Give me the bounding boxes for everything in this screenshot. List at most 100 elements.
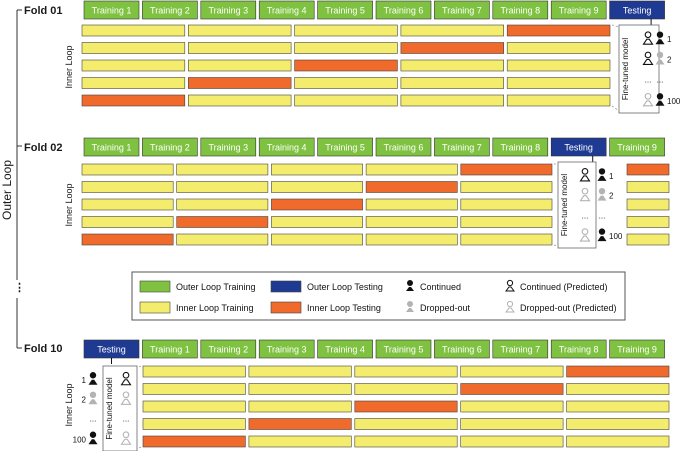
inner-testing-segment — [81, 94, 186, 107]
inner-training-segment — [81, 163, 174, 176]
header-label: Training 3 — [208, 6, 248, 16]
inner-training-segment — [271, 163, 363, 176]
student-number: 1 — [82, 376, 87, 385]
inner-training-segment — [354, 418, 458, 430]
inner-training-segment — [81, 42, 186, 54]
student-number: 100 — [73, 435, 87, 444]
legend-outer-testing: Outer Loop Testing — [307, 282, 383, 292]
outer-training-block — [609, 137, 665, 157]
inner-training-segment — [506, 59, 611, 72]
outer-training-block — [492, 339, 549, 359]
student-number: 2 — [609, 192, 614, 201]
legend-dropped-predicted: Dropped-out (Predicted) — [520, 303, 617, 313]
header-label: Testing — [564, 143, 593, 153]
header-label: Training 4 — [267, 6, 307, 16]
inner-training-segment — [176, 233, 269, 246]
legend-continued-predicted-icon — [505, 279, 515, 292]
outer-training-block — [375, 339, 432, 359]
inner-training-segment — [81, 77, 186, 89]
inner-extra-segment — [626, 233, 670, 246]
inner-training-segment — [400, 24, 504, 37]
header-label: Training 5 — [325, 6, 365, 16]
header-label: Training 9 — [617, 345, 657, 355]
inner-training-segment — [271, 233, 363, 246]
outer-testing-block — [609, 0, 665, 20]
predicted-student-icon — [579, 187, 591, 202]
student-number: 100 — [609, 232, 623, 241]
outer-loop-label: Outer Loop — [0, 160, 14, 220]
inner-training-segment — [354, 365, 458, 378]
student-number: 1 — [609, 172, 614, 181]
header-label: Training 6 — [384, 6, 424, 16]
inner-training-segment — [248, 435, 352, 448]
student-number: 100 — [667, 97, 681, 106]
legend-swatch-inner-testing — [270, 301, 302, 314]
header-label: Testing — [623, 6, 652, 16]
inner-extra-segment — [626, 198, 670, 211]
legend-continued-icon — [406, 280, 414, 291]
inner-training-segment — [248, 365, 352, 378]
inner-training-segment — [142, 400, 246, 413]
predicted-student-icon — [120, 371, 132, 386]
ellipsis: ... — [657, 76, 664, 85]
outer-training-block — [317, 339, 373, 359]
outer-training-block — [83, 137, 140, 157]
outer-training-block — [258, 0, 315, 20]
student-number: 1 — [667, 35, 672, 44]
ellipsis: ... — [90, 415, 97, 424]
inner-loop-grid — [81, 163, 670, 246]
inner-loop-grid — [142, 365, 670, 448]
fold-label: Fold 02 — [24, 142, 63, 154]
inner-training-segment — [354, 383, 458, 395]
fine-tuned-model-label: Fine-tuned model — [560, 174, 569, 236]
inner-training-segment — [566, 383, 670, 395]
header-label: Training 6 — [442, 345, 482, 355]
legend: Outer Loop Training Outer Loop Testing C… — [131, 271, 626, 321]
inner-training-segment — [354, 435, 458, 448]
inner-testing-segment — [248, 418, 352, 430]
inner-training-segment — [294, 94, 398, 107]
predicted-student-icon — [642, 51, 654, 65]
inner-training-segment — [142, 418, 246, 430]
header-label: Training 3 — [208, 143, 248, 153]
actual-student-icon — [597, 228, 607, 242]
legend-continued: Continued — [420, 282, 461, 292]
inner-testing-segment — [271, 198, 363, 211]
connector — [136, 365, 142, 369]
header-label: Testing — [97, 345, 126, 355]
header-label: Training 8 — [500, 143, 540, 153]
inner-testing-segment — [460, 163, 553, 176]
inner-testing-segment — [294, 59, 398, 72]
inner-training-segment — [294, 42, 398, 54]
inner-testing-segment — [365, 181, 458, 193]
inner-training-segment — [294, 24, 398, 37]
inner-training-segment — [188, 94, 292, 107]
legend-dropped-predicted-icon — [505, 300, 515, 313]
header-label: Training 1 — [150, 345, 190, 355]
fine-tuned-model-box — [557, 161, 597, 249]
inner-training-segment — [460, 181, 553, 193]
inner-loop-label: Inner Loop — [64, 383, 74, 426]
actual-student-icon — [655, 93, 665, 106]
outer-ellipsis: ⋮ — [14, 282, 25, 294]
inner-training-segment — [294, 77, 398, 89]
ellipsis: ... — [599, 211, 606, 220]
inner-training-segment — [566, 435, 670, 448]
connector — [553, 244, 559, 247]
predicted-student-icon — [120, 391, 132, 405]
model-panel: Fine-tuned model...12...100 — [553, 161, 623, 249]
outer-training-block — [434, 339, 490, 359]
outer-training-block — [609, 339, 665, 359]
actual-student-icon — [597, 187, 607, 201]
fine-tuned-model-box — [618, 24, 660, 114]
legend-inner-training: Inner Loop Training — [176, 303, 254, 313]
outer-training-block — [375, 137, 432, 157]
header-label: Training 1 — [92, 143, 132, 153]
inner-training-segment — [460, 418, 564, 430]
ellipsis: ... — [123, 415, 130, 424]
inner-testing-segment — [142, 435, 246, 448]
